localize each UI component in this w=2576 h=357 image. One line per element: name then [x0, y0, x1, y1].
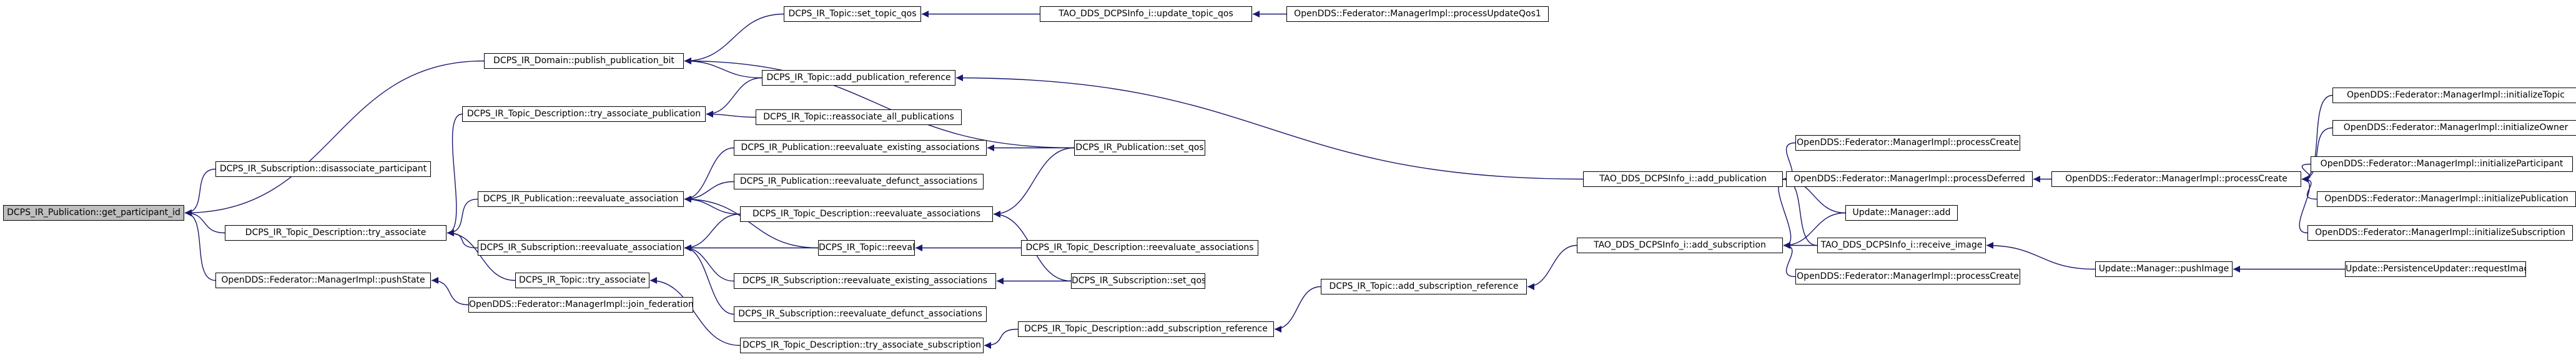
- call-edge: [684, 58, 1075, 149]
- graph-node[interactable]: DCPS_IR_Topic::add_publication_reference: [762, 70, 955, 86]
- graph-node[interactable]: OpenDDS::Federator::ManagerImpl::initial…: [2332, 88, 2576, 103]
- graph-node[interactable]: TAO_DDS_DCPSInfo_i::add_publication: [1583, 171, 1783, 187]
- graph-node[interactable]: OpenDDS::Federator::ManagerImpl::join_fe…: [468, 297, 693, 313]
- graph-node[interactable]: DCPS_IR_Domain::publish_publication_bit: [484, 53, 684, 69]
- graph-node[interactable]: DCPS_IR_Subscription::reevaluate_existin…: [734, 273, 996, 289]
- call-edge: [431, 277, 469, 306]
- call-edge: [184, 209, 225, 234]
- graph-node[interactable]: DCPS_IR_Topic_Description::reevaluate_as…: [740, 206, 993, 222]
- call-edge: [1274, 286, 1321, 333]
- call-edge: [447, 198, 478, 236]
- call-edge: [706, 111, 756, 118]
- call-edge: [2299, 176, 2310, 234]
- graph-node[interactable]: OpenDDS::Federator::ManagerImpl::process…: [1795, 135, 2020, 151]
- call-edge: [684, 181, 734, 203]
- call-edge: [684, 213, 741, 251]
- graph-node[interactable]: DCPS_IR_Topic::set_topic_qos: [784, 6, 921, 22]
- graph-node[interactable]: OpenDDS::Federator::ManagerImpl::initial…: [2307, 225, 2573, 241]
- graph-node[interactable]: DCPS_IR_Topic_Description::try_associate…: [462, 106, 706, 122]
- call-edge: [684, 58, 762, 79]
- graph-node[interactable]: OpenDDS::Federator::ManagerImpl::process…: [1795, 269, 2020, 284]
- call-edge: [684, 244, 734, 282]
- graph-node[interactable]: DCPS_IR_Publication::get_participant_id: [3, 205, 184, 221]
- call-edge: [684, 196, 741, 215]
- call-edge: [1783, 176, 1818, 246]
- graph-node[interactable]: DCPS_IR_Publication::reevaluate_existing…: [734, 140, 987, 156]
- graph-node[interactable]: DCPS_IR_Topic_Description::try_associate: [225, 225, 447, 241]
- graph-node[interactable]: OpenDDS::Federator::ManagerImpl::initial…: [2311, 156, 2573, 172]
- call-edge: [184, 209, 216, 281]
- graph-node[interactable]: DCPS_IR_Topic::add_subscription_referenc…: [1321, 279, 1527, 294]
- call-edge: [649, 277, 741, 346]
- graph-node[interactable]: OpenDDS::Federator::ManagerImpl::process…: [2051, 171, 2301, 187]
- call-edge: [955, 74, 1584, 180]
- graph-node[interactable]: DCPS_IR_Publication::reevaluate_defunct_…: [734, 174, 984, 189]
- call-edge: [1527, 244, 1577, 290]
- graph-node[interactable]: DCPS_IR_Topic_Description::add_subscript…: [1018, 321, 1274, 337]
- call-edge: [706, 77, 762, 118]
- graph-node[interactable]: DCPS_IR_Publication::reevaluate_associat…: [478, 191, 684, 207]
- graph-node[interactable]: DCPS_IR_Topic_Description::try_associate…: [740, 338, 984, 353]
- call-edge: [2301, 94, 2333, 183]
- graph-node[interactable]: TAO_DDS_DCPSInfo_i::receive_image: [1817, 238, 1986, 253]
- call-edge: [1778, 178, 1792, 249]
- graph-node[interactable]: Update::PersistenceUpdater::requestImage: [2345, 261, 2526, 277]
- call-edge: [184, 168, 216, 216]
- graph-node[interactable]: OpenDDS::Federator::ManagerImpl::initial…: [2317, 191, 2576, 207]
- call-edge: [447, 113, 463, 236]
- graph-node[interactable]: DCPS_IR_Topic_Description::reevaluate_as…: [1021, 240, 1258, 256]
- graph-node[interactable]: OpenDDS::Federator::ManagerImpl::initial…: [2332, 120, 2576, 136]
- call-edge: [1783, 242, 1796, 278]
- graph-node[interactable]: OpenDDS::Federator::ManagerImpl::process…: [1786, 171, 2033, 187]
- call-edge: [447, 229, 478, 249]
- call-edge: [984, 328, 1019, 349]
- call-edge: [447, 229, 516, 281]
- call-edge: [684, 13, 784, 64]
- call-edge: [1986, 242, 2096, 270]
- graph-node[interactable]: Update::Manager::pushImage: [2095, 261, 2233, 277]
- graph-node[interactable]: DCPS_IR_Subscription::reevaluate_defunct…: [734, 306, 987, 322]
- graph-node[interactable]: DCPS_IR_Subscription::reevaluate_associa…: [478, 240, 684, 256]
- graph-node[interactable]: DCPS_IR_Topic::reevaluate_associations: [818, 240, 915, 256]
- call-edge: [684, 244, 734, 315]
- call-edge: [684, 196, 819, 249]
- graph-node[interactable]: TAO_DDS_DCPSInfo_i::add_subscription: [1577, 238, 1783, 253]
- graph-node[interactable]: DCPS_IR_Subscription::disassociate_parti…: [215, 161, 431, 177]
- graph-node[interactable]: DCPS_IR_Topic::try_associate: [515, 273, 649, 288]
- graph-node[interactable]: Update::Manager::add: [1845, 205, 1958, 221]
- call-edge: [684, 147, 734, 203]
- graph-node[interactable]: OpenDDS::Federator::ManagerImpl::pushSta…: [215, 273, 431, 288]
- call-edge: [993, 147, 1075, 218]
- graph-node[interactable]: OpenDDS::Federator::ManagerImpl::process…: [1286, 6, 1549, 22]
- call-edge: [1783, 212, 1846, 249]
- graph-node[interactable]: DCPS_IR_Publication::set_qos: [1074, 140, 1205, 156]
- call-edge: [184, 60, 485, 216]
- graph-node[interactable]: TAO_DDS_DCPSInfo_i::update_topic_qos: [1040, 6, 1252, 22]
- graph-node[interactable]: DCPS_IR_Topic::reassociate_all_publicati…: [756, 109, 962, 125]
- graph-node[interactable]: DCPS_IR_Subscription::set_qos: [1071, 273, 1205, 289]
